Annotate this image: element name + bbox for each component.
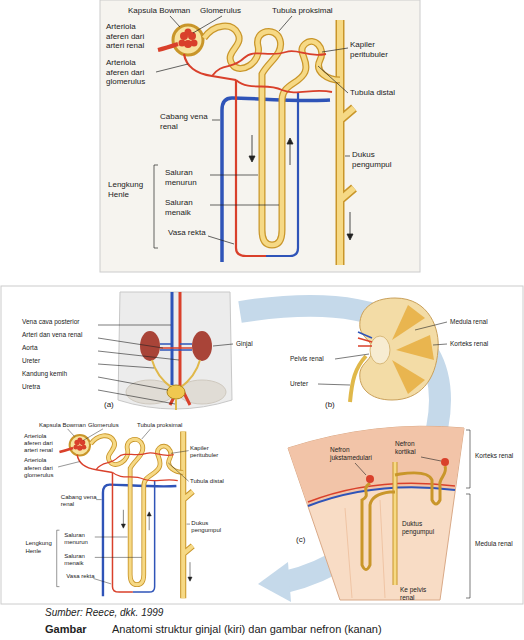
- part-label: Dukus pengumpul: [191, 520, 232, 534]
- part-label: Nefron jukstamedulari: [330, 446, 380, 462]
- part-label: Cabang vena renal: [61, 494, 100, 508]
- part-label: Glomerulus: [88, 422, 119, 429]
- part-label: Cabang vena renal: [160, 112, 212, 131]
- part-label: Saluran menurun: [64, 532, 98, 546]
- part-label: Aorta: [22, 344, 38, 352]
- part-label: Korteks renal: [450, 340, 488, 348]
- leader-lines: [318, 322, 447, 385]
- part-label: Arteriola aferen dari arteri renal: [106, 22, 156, 51]
- part-label: Vasa rekta: [66, 573, 94, 580]
- part-label: Duktus pengumpul: [402, 520, 442, 536]
- part-label: Lengkung Henle: [25, 540, 55, 554]
- panel: [100, 0, 420, 272]
- part-label: Uretra: [22, 383, 40, 391]
- big-arrow-head: [258, 562, 291, 602]
- part-label: Tubula distal: [350, 88, 395, 98]
- kidney-section: [288, 426, 464, 600]
- part-label: Kapiler peritubuler: [190, 445, 235, 459]
- leader-lines: [355, 430, 470, 598]
- part-label: Saluran menurun: [165, 168, 210, 187]
- part-label: Ke pelvis renal: [400, 586, 438, 602]
- leader-lines: [98, 325, 233, 404]
- figure-caption: Anatomi struktur ginjal (kiri) dan gamba…: [112, 623, 382, 636]
- part-label: Vasa rekta: [168, 228, 206, 238]
- part-label: Lengkung Henle: [108, 180, 148, 199]
- part-label: (a): [104, 400, 114, 410]
- part-label: Arteriola aferen dari arteri renal: [24, 433, 62, 455]
- part-label: Nefron kortikal: [395, 440, 435, 456]
- part-label: Kapsula Bowman: [128, 6, 190, 16]
- panel: [1, 286, 523, 604]
- part-label: Arteri dan vena renal: [22, 331, 82, 339]
- part-label: Saluran menaik: [165, 198, 210, 217]
- part-label: Arteriola aferen dari glomerulus: [106, 58, 156, 87]
- part-label: Kapsula Bowman: [39, 422, 86, 429]
- part-label: Medula renal: [450, 318, 488, 326]
- kidney: [350, 298, 438, 402]
- part-label: (c): [296, 535, 305, 545]
- part-label: Ureter: [22, 357, 40, 365]
- part-label: Kandung kemih: [22, 370, 67, 378]
- part-label: Medula renal: [475, 540, 513, 548]
- part-label: Vena cava posterior: [22, 318, 79, 326]
- part-label: Glomerulus: [200, 6, 241, 16]
- part-label: (b): [325, 400, 335, 410]
- part-label: Pelvis renal: [290, 355, 324, 363]
- part-label: Ginjal: [236, 340, 253, 348]
- part-label: Tubula proksimal: [137, 422, 182, 429]
- source-note: Gambar: [45, 623, 87, 636]
- part-label: Arteriola aferen dari glomerulus: [24, 457, 62, 479]
- part-label: Ureter: [290, 380, 308, 388]
- part-label: Dukus pengumpul: [352, 150, 407, 169]
- part-label: Korteks renal: [475, 452, 513, 460]
- part-label: Saluran menaik: [64, 553, 98, 567]
- body-figure: [118, 292, 232, 410]
- part-label: Kapiler peritubuler: [350, 40, 410, 59]
- source-note: Sumber: Reece, dkk. 1999: [45, 607, 163, 619]
- part-label: Tubula proksimal: [272, 6, 333, 16]
- part-label: Tubula distal: [190, 478, 224, 485]
